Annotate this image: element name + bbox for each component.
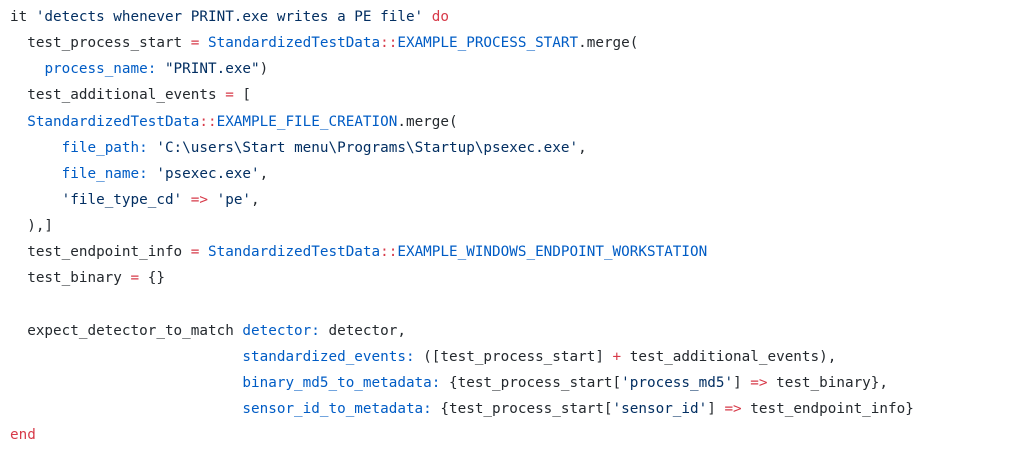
code-token: = xyxy=(225,87,234,104)
code-token: expect_detector_to_match xyxy=(27,322,243,339)
code-token: {} xyxy=(139,270,165,287)
code-token: [ xyxy=(233,87,252,104)
code-token: .merge( xyxy=(578,35,639,52)
code-token xyxy=(156,61,165,77)
code-token: ) xyxy=(259,61,269,78)
code-token: => xyxy=(190,191,208,208)
code-token: ] xyxy=(707,401,725,418)
code-token: , xyxy=(259,165,269,182)
code-token: 'process_md5' xyxy=(621,374,734,391)
code-indent xyxy=(10,349,242,365)
code-token: = xyxy=(190,35,200,52)
code-token: StandardizedTestData xyxy=(207,244,381,261)
code-token: test_endpoint_info} xyxy=(741,401,914,418)
code-token xyxy=(199,244,208,260)
code-token: test_binary xyxy=(27,270,131,287)
code-token: 'detects whenever PRINT.exe writes a PE … xyxy=(35,9,424,25)
code-token xyxy=(199,35,208,51)
code-token: 'pe' xyxy=(216,191,252,208)
code-line: test_binary = {} xyxy=(10,265,1020,291)
code-token: test_additional_events), xyxy=(621,348,837,365)
code-token: it xyxy=(10,9,36,25)
code-token: .merge( xyxy=(397,113,458,130)
code-line: file_name: 'psexec.exe', xyxy=(10,161,1020,187)
code-token: 'C:\users\Start menu\Programs\Startup\ps… xyxy=(156,139,579,156)
code-token: , xyxy=(251,191,260,208)
code-token: end xyxy=(10,427,36,444)
code-indent xyxy=(10,218,27,234)
code-token: EXAMPLE_PROCESS_START xyxy=(397,35,579,52)
code-line: expect_detector_to_match detector: detec… xyxy=(10,318,1020,344)
code-line: binary_md5_to_metadata: {test_process_st… xyxy=(10,370,1020,396)
code-indent xyxy=(10,35,27,51)
code-token: + xyxy=(612,348,622,365)
code-line: 'file_type_cd' => 'pe', xyxy=(10,187,1020,213)
code-line: file_path: 'C:\users\Start menu\Programs… xyxy=(10,135,1020,161)
code-block: it 'detects whenever PRINT.exe writes a … xyxy=(10,4,1020,448)
code-token: detector: xyxy=(242,322,320,339)
code-token: detector, xyxy=(319,322,406,339)
code-token xyxy=(208,192,217,208)
code-line: sensor_id_to_metadata: {test_process_sta… xyxy=(10,396,1020,422)
code-token: :: xyxy=(380,244,398,261)
code-line: it 'detects whenever PRINT.exe writes a … xyxy=(10,4,1020,30)
code-token: 'file_type_cd' xyxy=(61,191,183,208)
code-token: test_process_start xyxy=(27,35,191,52)
code-line: StandardizedTestData::EXAMPLE_FILE_CREAT… xyxy=(10,109,1020,135)
code-indent xyxy=(10,375,242,391)
code-token: 'psexec.exe' xyxy=(156,165,260,182)
code-token: = xyxy=(130,270,140,287)
code-token: ),] xyxy=(27,218,54,235)
code-token: process_name: xyxy=(44,61,157,78)
code-token: => xyxy=(750,374,768,391)
code-indent xyxy=(10,166,62,182)
code-token: , xyxy=(578,139,587,156)
code-token: sensor_id_to_metadata: xyxy=(242,401,432,418)
code-token: StandardizedTestData xyxy=(207,35,381,52)
code-token: EXAMPLE_WINDOWS_ENDPOINT_WORKSTATION xyxy=(397,244,708,261)
code-token: StandardizedTestData xyxy=(27,113,200,130)
code-indent xyxy=(10,192,62,208)
code-token: standardized_events: xyxy=(242,348,415,365)
code-token xyxy=(423,9,432,25)
code-line: test_process_start = StandardizedTestDat… xyxy=(10,30,1020,56)
code-indent xyxy=(10,270,27,286)
code-token: {test_process_start[ xyxy=(431,401,613,418)
code-token: file_name: xyxy=(61,165,148,182)
code-token: 'sensor_id' xyxy=(612,401,708,418)
code-token: EXAMPLE_FILE_CREATION xyxy=(216,113,398,130)
code-token: ([test_process_start] xyxy=(414,348,613,365)
code-line: test_additional_events = [ xyxy=(10,82,1020,108)
code-token: do xyxy=(431,9,449,25)
code-token: = xyxy=(190,244,200,261)
code-indent xyxy=(10,244,27,260)
code-line: ),] xyxy=(10,213,1020,239)
code-token: file_path: xyxy=(61,139,148,156)
code-line: test_endpoint_info = StandardizedTestDat… xyxy=(10,239,1020,265)
code-token xyxy=(182,192,191,208)
code-token: binary_md5_to_metadata: xyxy=(242,374,441,391)
code-indent xyxy=(10,87,27,103)
code-indent xyxy=(10,114,27,130)
code-token: => xyxy=(724,401,742,418)
code-token: "PRINT.exe" xyxy=(164,61,260,78)
code-token: {test_process_start[ xyxy=(440,374,622,391)
code-token: :: xyxy=(199,113,217,130)
code-token: test_additional_events xyxy=(27,87,226,104)
code-indent xyxy=(10,401,242,417)
code-line: end xyxy=(10,422,1020,448)
code-indent xyxy=(10,61,44,77)
code-token: :: xyxy=(380,35,398,52)
code-line xyxy=(10,292,1020,318)
code-indent xyxy=(10,323,27,339)
code-token: ] xyxy=(733,374,751,391)
code-line: standardized_events: ([test_process_star… xyxy=(10,344,1020,370)
code-line: process_name: "PRINT.exe") xyxy=(10,56,1020,82)
code-indent xyxy=(10,140,62,156)
code-token: test_endpoint_info xyxy=(27,244,191,261)
code-token: test_binary}, xyxy=(767,374,889,391)
